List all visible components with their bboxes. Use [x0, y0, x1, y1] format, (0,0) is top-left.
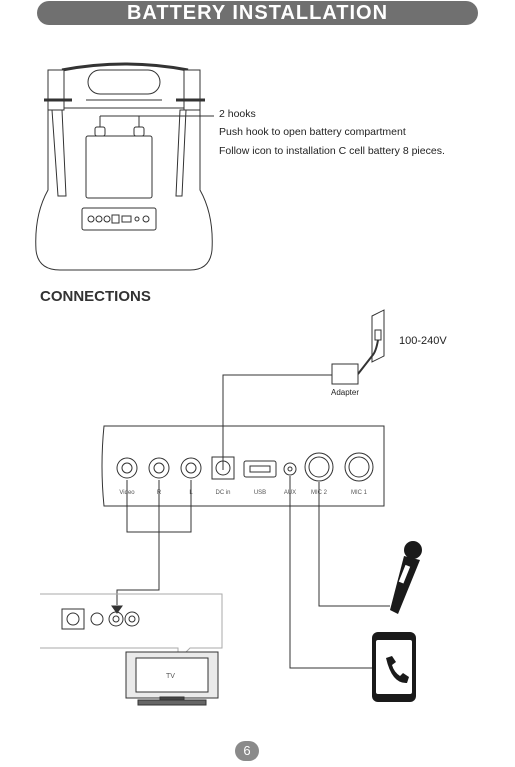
tv-panel: [40, 594, 222, 660]
battery-instruction-2: Follow icon to installation C cell batte…: [219, 145, 445, 158]
port-label-dc-in: DC in: [215, 490, 230, 496]
battery-instruction-1: Push hook to open battery compartment: [219, 126, 406, 139]
hooks-label: 2 hooks: [219, 108, 256, 121]
wall-outlet: [358, 310, 384, 374]
power-label: 100-240V: [399, 335, 447, 347]
phone-icon: [372, 632, 416, 702]
connections-title: CONNECTIONS: [40, 288, 151, 305]
speaker-back-illustration: [36, 64, 214, 270]
tv-screen-label: TV: [166, 673, 175, 680]
port-label-mic1: MIC 1: [351, 490, 368, 496]
adapter-box: [332, 364, 358, 384]
adapter-label: Adapter: [331, 388, 359, 397]
microphone-icon: [390, 541, 422, 614]
page-number: 6: [235, 741, 259, 761]
port-label-usb: USB: [254, 490, 266, 496]
connection-panel: [102, 426, 384, 506]
